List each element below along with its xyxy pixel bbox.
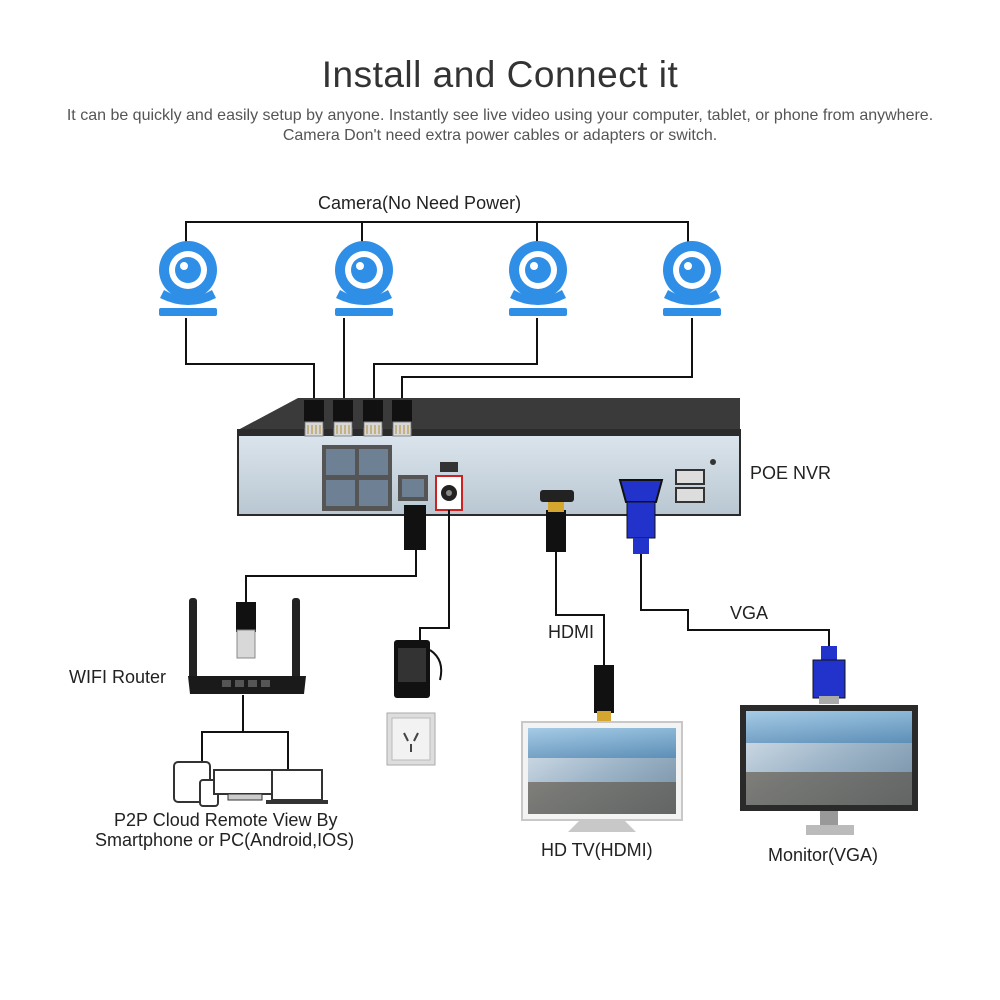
- camera-icon-2: [335, 241, 393, 316]
- wall-socket: [386, 712, 436, 766]
- router-label: WIFI Router: [69, 667, 167, 687]
- p2p-label-line-1: P2P Cloud Remote View By: [114, 810, 338, 830]
- page-title: Install and Connect it: [321, 54, 679, 95]
- laptop-icon: [271, 769, 323, 801]
- rj45-plug-4: [391, 399, 413, 437]
- camera-icon-4: [663, 241, 721, 316]
- hdmi-port: [540, 490, 574, 502]
- hdmi-label: HDMI: [548, 622, 594, 642]
- vga-label: VGA: [730, 603, 769, 623]
- camera-bus-lines: [185, 221, 689, 250]
- monitor: [740, 705, 918, 835]
- monitor-label: Monitor(VGA): [768, 845, 879, 865]
- camera-icon-3: [509, 241, 567, 316]
- hdtv-label: HD TV(HDMI): [541, 840, 653, 860]
- hd-tv: [521, 721, 683, 832]
- lan-plug-nvr: [404, 505, 426, 550]
- vga-port: [618, 479, 664, 503]
- vga-plug-nvr: [626, 501, 656, 554]
- hdmi-plug-nvr: [546, 510, 566, 552]
- vga-plug-monitor: [812, 646, 846, 704]
- lan-cable: [245, 550, 417, 602]
- poe-ports: [322, 445, 392, 511]
- subtitle-line-2: Camera Don't need extra power cables or …: [282, 127, 718, 144]
- rj45-plug-3: [362, 399, 384, 437]
- p2p-label-line-2: Smartphone or PC(Android,IOS): [95, 830, 355, 850]
- wifi-router: [188, 598, 306, 694]
- usb-port-1: [675, 469, 705, 485]
- client-devices: [173, 761, 328, 807]
- cameras-label: Camera(No Need Power): [318, 193, 522, 213]
- camera-icon-1: [159, 241, 217, 316]
- camera-cables: [185, 318, 693, 400]
- vga-cable: [640, 554, 830, 646]
- rj45-plug-1: [303, 399, 325, 437]
- router-device-lines: [201, 695, 289, 780]
- hdmi-plug-tv: [594, 665, 614, 713]
- power-cable: [419, 510, 450, 681]
- nvr-label: POE NVR: [750, 463, 832, 483]
- hdmi-cable: [555, 552, 605, 665]
- lan-plug-router: [236, 602, 256, 632]
- subtitle-line-1: It can be quickly and easily setup by an…: [66, 107, 934, 124]
- power-adapter: [394, 640, 430, 698]
- usb-port-2: [675, 487, 705, 503]
- rj45-plug-2: [332, 399, 354, 437]
- pc-icon: [213, 769, 277, 795]
